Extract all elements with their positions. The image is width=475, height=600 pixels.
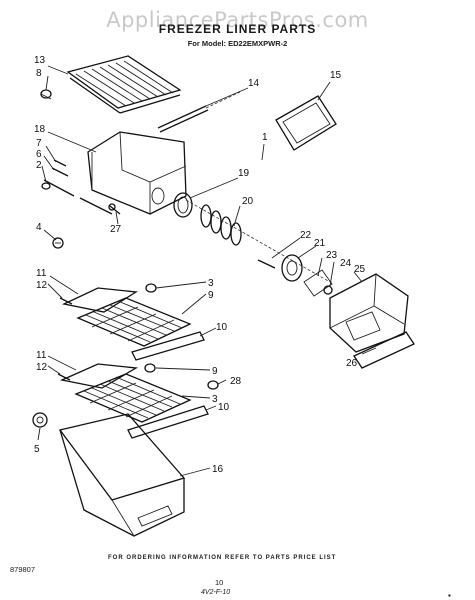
leader-lines — [37, 65, 377, 477]
callout-7: 7 — [36, 138, 42, 149]
callout-9-lower: 9 — [212, 366, 218, 377]
model-number: For Model: ED22EMXPWR-2 — [187, 39, 288, 48]
part-20-auger — [200, 204, 242, 246]
part-15-frame — [275, 95, 337, 151]
callout-21: 21 — [314, 238, 326, 249]
callout-3-lower: 3 — [212, 394, 218, 405]
callout-15: 15 — [330, 70, 342, 81]
part-4-screw — [52, 237, 64, 249]
handwritten-note: 4V2-F-10 — [201, 589, 231, 596]
part-5-knob — [32, 412, 48, 428]
callout-10-upper: 10 — [216, 322, 228, 333]
callout-11-lower: 11 — [36, 350, 47, 361]
callout-4: 4 — [36, 222, 42, 233]
part-26-flap — [353, 331, 415, 369]
callout-24: 24 — [340, 258, 352, 269]
lower-shelf-assembly — [57, 363, 219, 439]
callout-5: 5 — [34, 444, 40, 455]
callout-16: 16 — [212, 464, 224, 475]
callout-23: 23 — [326, 250, 338, 261]
callout-9-upper: 9 — [208, 290, 214, 301]
part-22-21-cam — [257, 254, 303, 282]
diagram-title: FREEZER LINER PARTS — [158, 22, 317, 36]
callout-12-lower: 12 — [36, 362, 48, 373]
part-16-bottom-pan — [58, 413, 186, 537]
part-7-6-2-1-fasteners — [41, 159, 113, 215]
part-24-nut — [323, 285, 333, 295]
page-number: 10 — [215, 578, 224, 587]
part-27-screw — [108, 203, 121, 215]
ordering-note: FOR ORDERING INFORMATION REFER TO PARTS … — [108, 555, 337, 561]
part-19-ring — [173, 192, 193, 218]
part-13-top-shelf — [66, 55, 182, 114]
callout-19: 19 — [238, 168, 250, 179]
part-8-clip — [40, 89, 52, 100]
callout-11-upper: 11 — [36, 268, 47, 279]
callout-18: 18 — [34, 124, 46, 135]
callout-1: 1 — [262, 132, 268, 143]
callout-20: 20 — [242, 196, 254, 207]
callout-3-upper: 3 — [208, 278, 214, 289]
part-25-ice-bin — [329, 273, 409, 353]
callout-22: 22 — [300, 230, 312, 241]
upper-shelf-assembly — [59, 283, 205, 361]
callout-13: 13 — [34, 55, 46, 66]
callout-2: 2 — [36, 160, 42, 171]
corner-dot: ▪ — [448, 591, 451, 600]
callout-8: 8 — [36, 68, 42, 79]
callout-14: 14 — [248, 78, 260, 89]
watermark: AppliancePartsPros.com — [106, 8, 369, 32]
document-code: 879807 — [10, 565, 36, 574]
callout-26: 26 — [346, 358, 358, 369]
callout-25: 25 — [354, 264, 366, 275]
part-14-rod — [157, 91, 241, 133]
callout-28: 28 — [230, 376, 242, 387]
callout-10-lower: 10 — [218, 402, 230, 413]
part-23-bracket — [303, 269, 333, 297]
part-18-housing — [87, 131, 187, 215]
callout-27: 27 — [110, 224, 122, 235]
callout-6: 6 — [36, 149, 42, 160]
callout-12-upper: 12 — [36, 280, 48, 291]
